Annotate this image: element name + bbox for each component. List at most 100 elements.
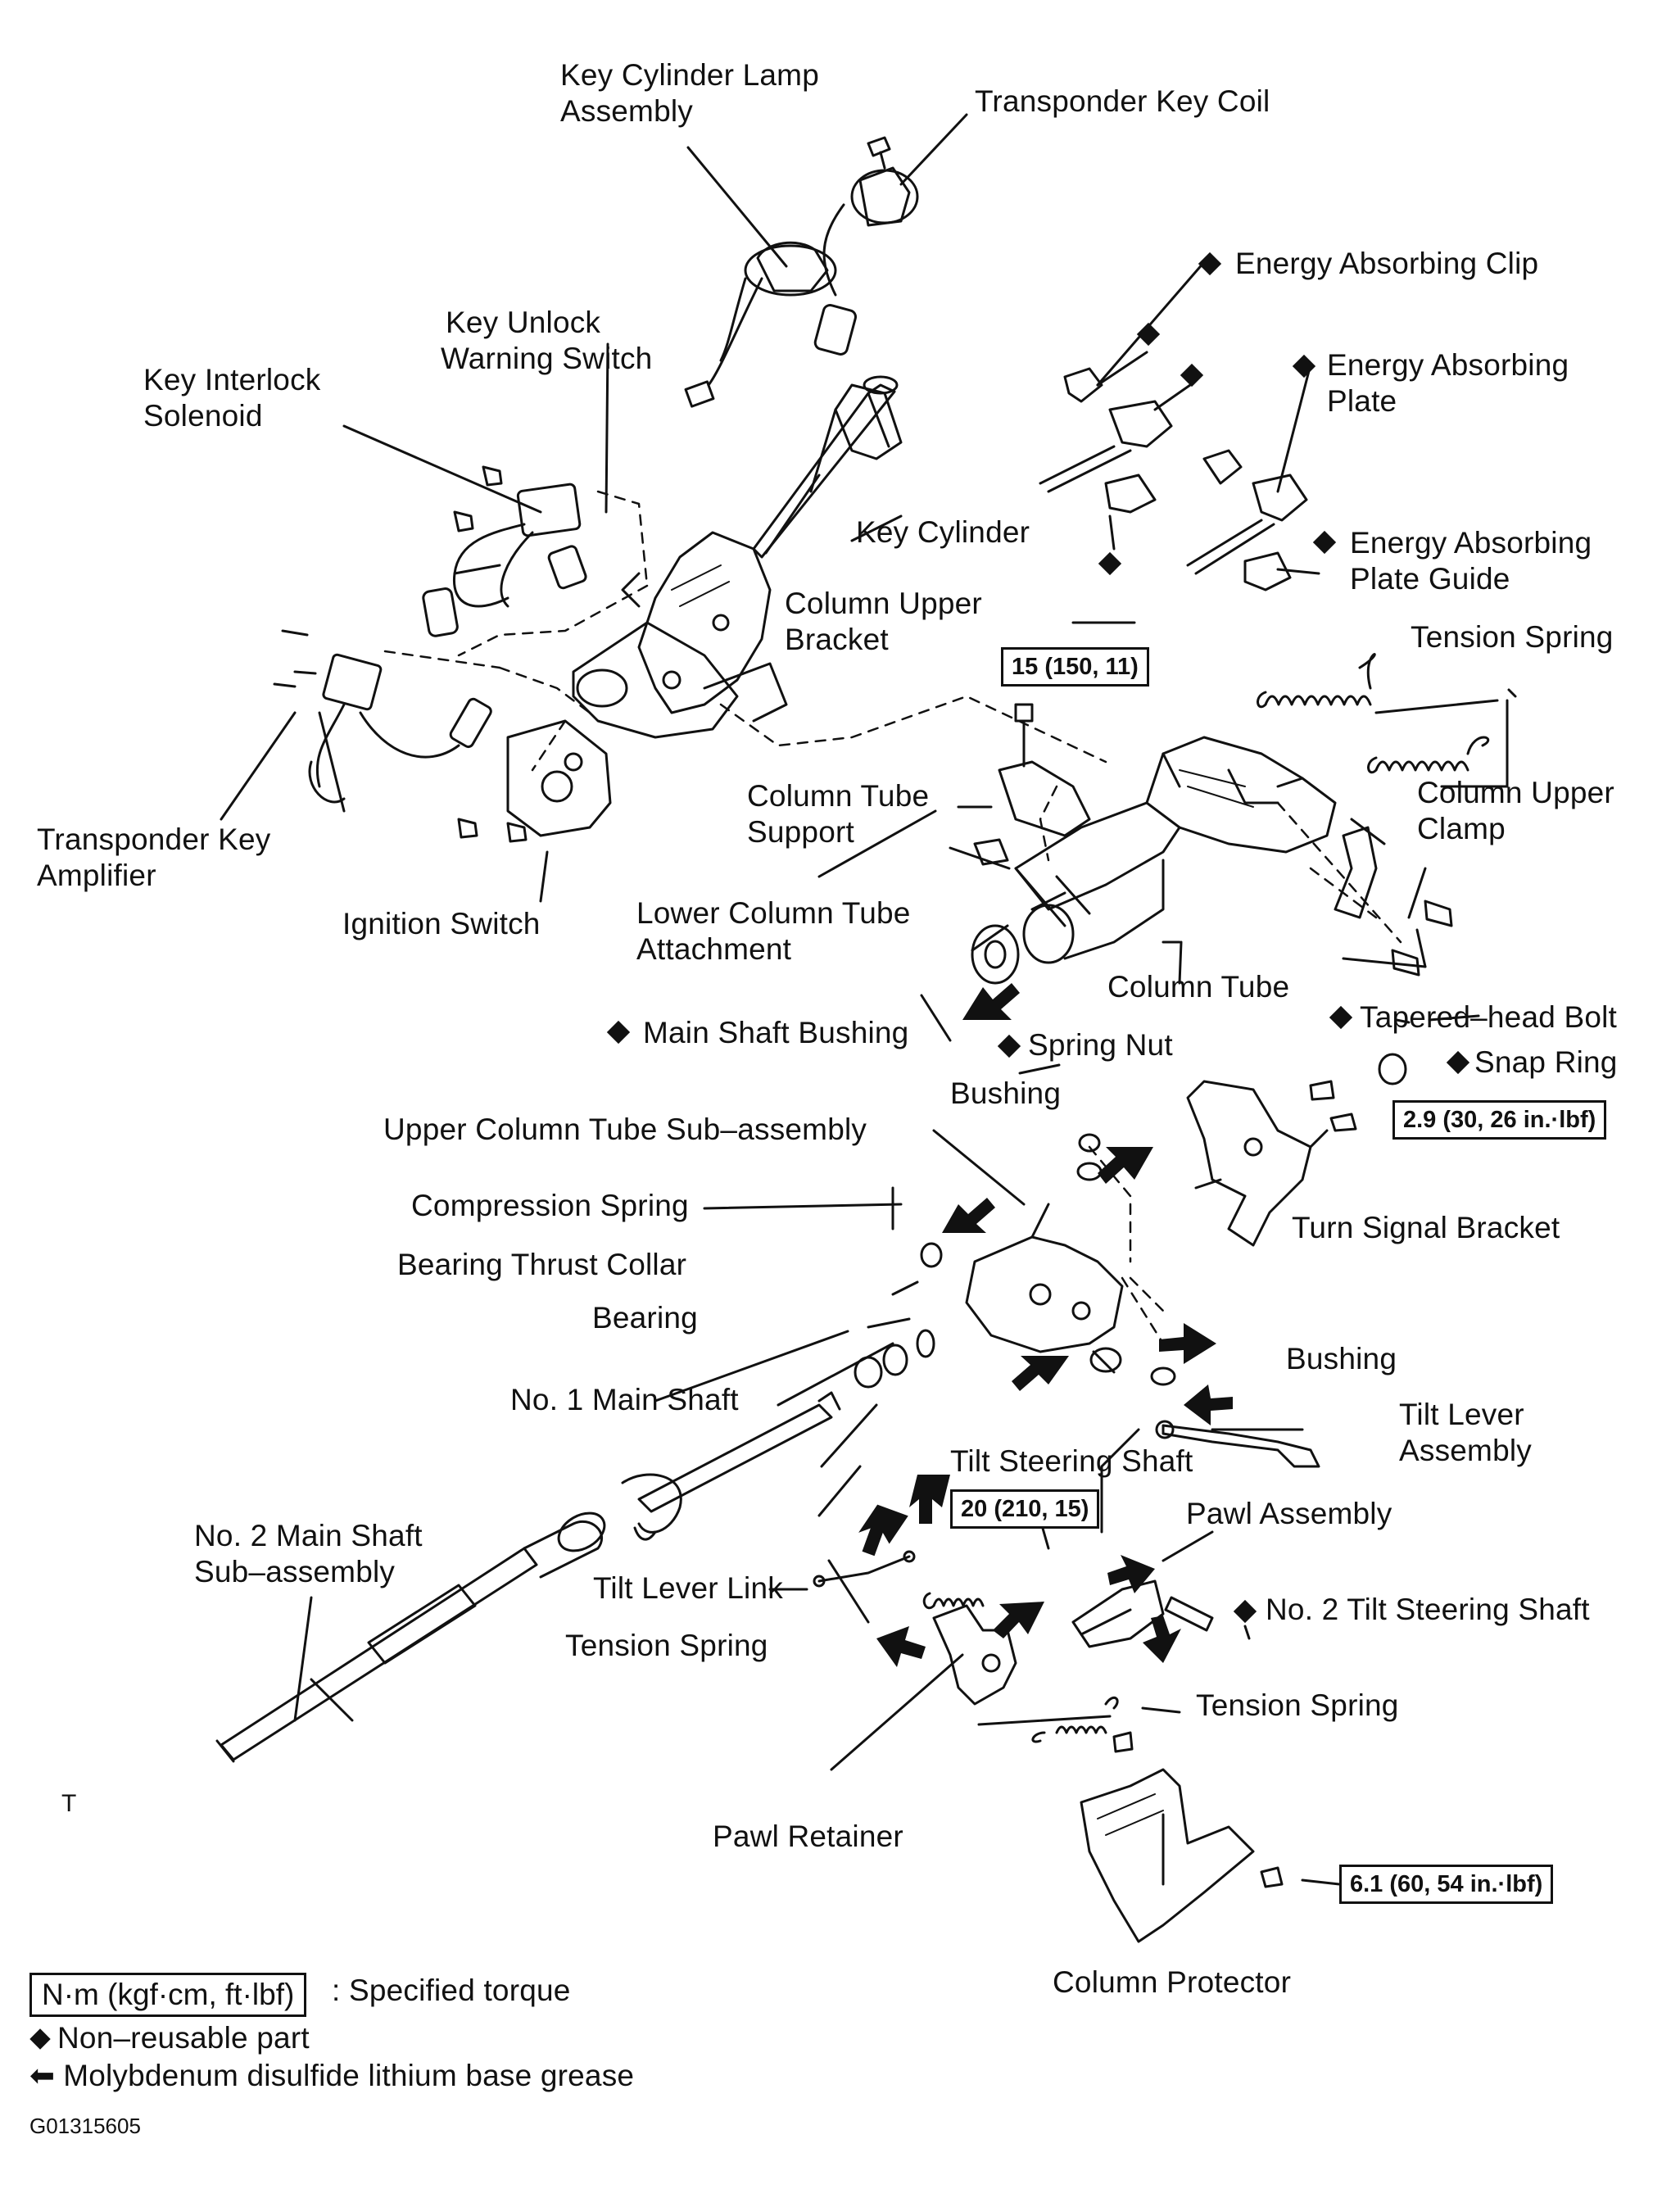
diamond-icon xyxy=(29,2028,51,2050)
grease-arrows xyxy=(858,983,1233,1667)
label-line: Tilt Lever xyxy=(1399,1398,1524,1431)
label-bearing: Bearing xyxy=(592,1301,698,1335)
torque-box-column-tube-support: 15 (150, 11) xyxy=(1001,647,1149,687)
label-transponder-key-coil: Transponder Key Coil xyxy=(975,84,1270,118)
label-line: Bracket xyxy=(785,623,889,656)
label-tension-spring-top: Tension Spring xyxy=(1411,620,1614,654)
tilt-steering-shaft-shape xyxy=(1089,1347,1122,1374)
label-line: Solenoid xyxy=(143,399,263,433)
ignition-switch-shape xyxy=(457,719,612,843)
label-line: Column Upper xyxy=(785,587,982,620)
label-upper-column-tube-sub-assembly: Upper Column Tube Sub–assembly xyxy=(383,1113,867,1146)
label-energy-absorbing-clip: Energy Absorbing Clip xyxy=(1235,247,1539,280)
no2-tilt-steering-shaft-shape xyxy=(1164,1596,1214,1632)
leader-lines xyxy=(220,113,1517,1886)
figure-id: G01315605 xyxy=(29,2114,141,2138)
tension-spring-mid xyxy=(922,1592,985,1610)
label-diamonds xyxy=(606,252,1470,1624)
label-column-tube: Column Tube xyxy=(1107,970,1290,1004)
label-line: Transponder Key xyxy=(37,823,271,856)
assembly-lines xyxy=(383,490,1402,1345)
label-line: Energy Absorbing xyxy=(1350,526,1592,560)
arrow-left-icon: ⬅ xyxy=(29,2059,56,2092)
label-main-shaft-bushing: Main Shaft Bushing xyxy=(643,1016,909,1049)
diamond-markers-small xyxy=(1098,322,1204,576)
label-column-upper-clamp: Column Upper Clamp xyxy=(1417,775,1614,847)
label-line: Lower Column Tube xyxy=(636,896,911,930)
legend-torque-desc: : Specified torque xyxy=(332,1974,571,2007)
label-bushing-top: Bushing xyxy=(950,1076,1062,1110)
label-tapered-head-bolt: Tapered–head Bolt xyxy=(1360,1000,1618,1034)
legend-grease-text: Molybdenum disulfide lithium base grease xyxy=(63,2059,635,2092)
label-line: Amplifier xyxy=(37,859,156,892)
label-line: No. 2 Main Shaft xyxy=(194,1519,423,1552)
no1-main-shaft-shape xyxy=(621,1391,841,1541)
label-turn-signal-bracket: Turn Signal Bracket xyxy=(1292,1211,1560,1244)
snap-ring-shape xyxy=(1378,1053,1407,1085)
bearing-parts xyxy=(854,1133,1176,1389)
column-tube-shape xyxy=(1014,736,1337,964)
label-line: Clamp xyxy=(1417,812,1506,845)
label-line: Support xyxy=(747,815,854,849)
tilt-lever-link-shape xyxy=(813,1550,916,1588)
label-bearing-thrust-collar: Bearing Thrust Collar xyxy=(397,1248,687,1281)
key-interlock-solenoid-shape xyxy=(422,465,587,637)
main-shaft-bushing-shape xyxy=(971,924,1020,985)
tension-springs-top xyxy=(1257,653,1490,774)
label-no2-main-shaft: No. 2 Main Shaft Sub–assembly xyxy=(194,1518,423,1590)
label-tension-spring-right: Tension Spring xyxy=(1196,1688,1399,1722)
turn-signal-bracket-shape xyxy=(1186,1080,1329,1247)
column-tube-support-shape xyxy=(973,703,1091,866)
label-line: Attachment xyxy=(636,932,792,966)
column-upper-clamp-shape xyxy=(1334,826,1453,977)
bolts-near-bracket xyxy=(1309,1080,1357,1132)
tilt-lever-assembly-shape xyxy=(1155,1420,1320,1468)
label-no2-tilt-steering-shaft: No. 2 Tilt Steering Shaft xyxy=(1266,1593,1590,1626)
legend-torque-box: N·m (kgf·cm, ft·lbf) xyxy=(29,1973,307,2017)
label-line: Warning Switch xyxy=(441,342,653,375)
label-pawl-assembly: Pawl Assembly xyxy=(1186,1497,1392,1530)
label-tension-spring-left: Tension Spring xyxy=(565,1629,768,1662)
torque-box-column-protector: 6.1 (60, 54 in.·lbf) xyxy=(1339,1865,1554,1904)
key-cylinder-lamp-shape xyxy=(684,241,837,408)
label-transponder-key-amplifier: Transponder Key Amplifier xyxy=(37,822,270,894)
pawl-retainer-shape xyxy=(932,1604,1017,1706)
label-line: Plate Guide xyxy=(1350,562,1510,596)
label-line: Key Cylinder Lamp xyxy=(560,58,819,92)
legend-non-reusable-text: Non–reusable part xyxy=(57,2021,310,2055)
legend-non-reusable: Non–reusable part xyxy=(29,2020,310,2056)
label-compression-spring: Compression Spring xyxy=(411,1189,689,1222)
label-key-cylinder: Key Cylinder xyxy=(856,515,1030,549)
key-cylinder-shape xyxy=(752,375,903,559)
pawl-assembly-shape xyxy=(1071,1579,1165,1648)
label-line: Assembly xyxy=(1399,1434,1532,1467)
upper-column-tube-sub-assembly-shape xyxy=(965,1203,1124,1353)
label-pawl-retainer: Pawl Retainer xyxy=(713,1820,903,1853)
label-ignition-switch: Ignition Switch xyxy=(342,907,541,940)
label-line: Key Unlock xyxy=(446,306,601,339)
label-key-interlock-solenoid: Key Interlock Solenoid xyxy=(143,362,320,434)
energy-absorbing-parts xyxy=(1039,367,1308,591)
transponder-coil-shape xyxy=(813,166,919,356)
label-key-unlock-warning-switch: Key Unlock Warning Switch xyxy=(441,305,652,377)
label-t-mark: T xyxy=(61,1790,77,1817)
torque-box-tilt-steering-shaft: 20 (210, 15) xyxy=(950,1489,1100,1529)
label-no1-main-shaft: No. 1 Main Shaft xyxy=(510,1383,739,1416)
label-tilt-lever-assembly: Tilt Lever Assembly xyxy=(1399,1397,1532,1469)
label-line: Assembly xyxy=(560,94,693,128)
torque-box-turn-signal-bracket: 2.9 (30, 26 in.·lbf) xyxy=(1392,1100,1607,1140)
label-line: Energy Absorbing xyxy=(1327,348,1569,382)
label-lower-column-tube-attachment: Lower Column Tube Attachment xyxy=(636,895,911,968)
column-upper-bracket-shape xyxy=(572,531,788,739)
label-line: Plate xyxy=(1327,384,1397,418)
label-energy-absorbing-plate-guide: Energy Absorbing Plate Guide xyxy=(1350,525,1592,597)
label-column-protector: Column Protector xyxy=(1053,1965,1292,1999)
label-spring-nut: Spring Nut xyxy=(1028,1028,1173,1062)
label-bushing-lower: Bushing xyxy=(1286,1342,1397,1375)
label-snap-ring: Snap Ring xyxy=(1474,1045,1618,1079)
transponder-key-amplifier-shape xyxy=(273,629,492,804)
label-line: Sub–assembly xyxy=(194,1555,396,1588)
shading xyxy=(671,564,1254,1836)
